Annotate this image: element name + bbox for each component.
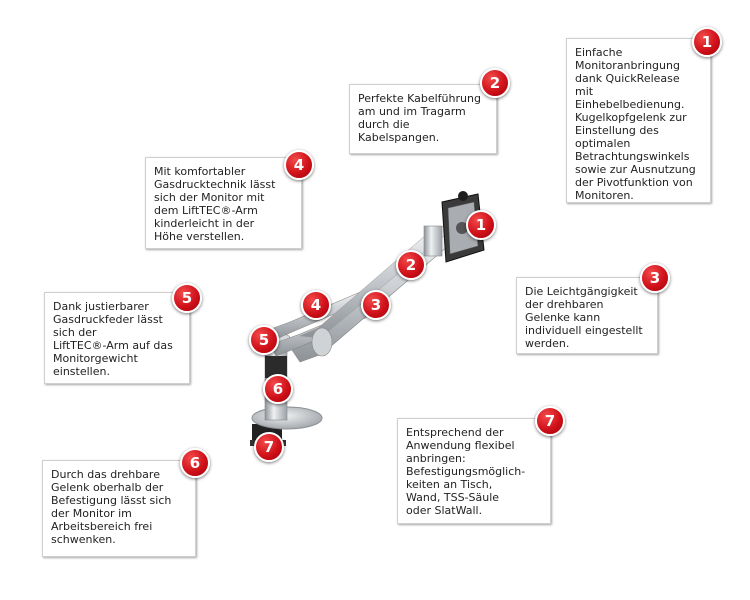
device-marker-6: 6	[263, 374, 293, 404]
device-marker-3: 3	[361, 290, 391, 320]
callout-box-3: Die Leichtgängigkeit der drehbaren Gelen…	[516, 277, 658, 354]
callout-box-5: Dank justierbarer Gasdruckfeder lässt si…	[44, 292, 190, 384]
callout-box-4: Mit komfortabler Gasdrucktechnik lässt s…	[145, 157, 302, 249]
callout-badge-7: 7	[535, 406, 565, 436]
callout-box-6: Durch das drehbare Gelenk oberhalb der B…	[42, 460, 196, 557]
callout-badge-3: 3	[640, 263, 670, 293]
device-marker-5: 5	[249, 325, 279, 355]
device-marker-1: 1	[466, 210, 496, 240]
callout-badge-5: 5	[172, 283, 202, 313]
device-marker-2: 2	[396, 250, 426, 280]
device-marker-4: 4	[301, 290, 331, 320]
callout-badge-1: 1	[692, 27, 722, 57]
callout-box-7: Entsprechend der Anwendung flexibel anbr…	[397, 418, 551, 524]
device-marker-7: 7	[254, 432, 284, 462]
head-joint	[423, 225, 443, 257]
callout-badge-6: 6	[180, 448, 210, 478]
callout-box-1: Einfache Monitoranbringung dank QuickRel…	[566, 38, 711, 203]
callout-badge-4: 4	[284, 150, 314, 180]
callout-box-2: Perfekte Kabelführung am und im Tragarm …	[349, 84, 497, 154]
callout-badge-2: 2	[480, 68, 510, 98]
